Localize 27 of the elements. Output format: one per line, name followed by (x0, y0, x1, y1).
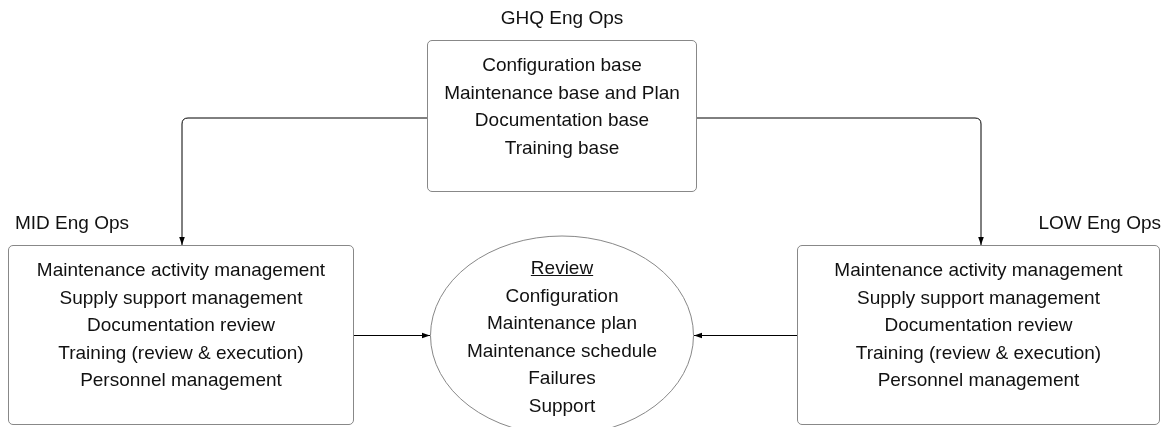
item-text: Support (528, 393, 596, 418)
item-text: Personnel management (877, 368, 1080, 392)
group-heading: MID Eng Ops (15, 212, 130, 234)
item-text: Maintenance plan (487, 311, 637, 335)
item-text: Maintenance activity management (36, 258, 326, 282)
item-text: Supply support management (857, 285, 1100, 310)
item-text: Maintenance base and Plan (444, 80, 680, 105)
heading-text: Review (530, 256, 594, 280)
item-text: Maintenance activity management (834, 258, 1123, 282)
item-text: Documentation review (884, 313, 1073, 337)
item-text: Documentation base (474, 108, 650, 132)
group-heading: LOW Eng Ops (1038, 212, 1161, 234)
item-text: Configuration base (482, 53, 642, 77)
arrow (696, 117, 984, 246)
arrow (353, 332, 431, 339)
item-text: Maintenance schedule (466, 338, 658, 363)
arrow (179, 117, 428, 246)
item-text: Training (review & execution) (855, 340, 1102, 365)
item-text: Supply support management (59, 285, 303, 310)
item-text: Training base (504, 135, 620, 160)
item-text: Documentation review (87, 313, 275, 337)
item-text: Personnel management (80, 368, 282, 392)
item-text: Failures (528, 366, 596, 390)
item-text: Training (review & execution) (58, 340, 304, 365)
arrow (693, 332, 798, 339)
group-heading: GHQ Eng Ops (500, 7, 624, 29)
item-text: Configuration (505, 283, 619, 308)
